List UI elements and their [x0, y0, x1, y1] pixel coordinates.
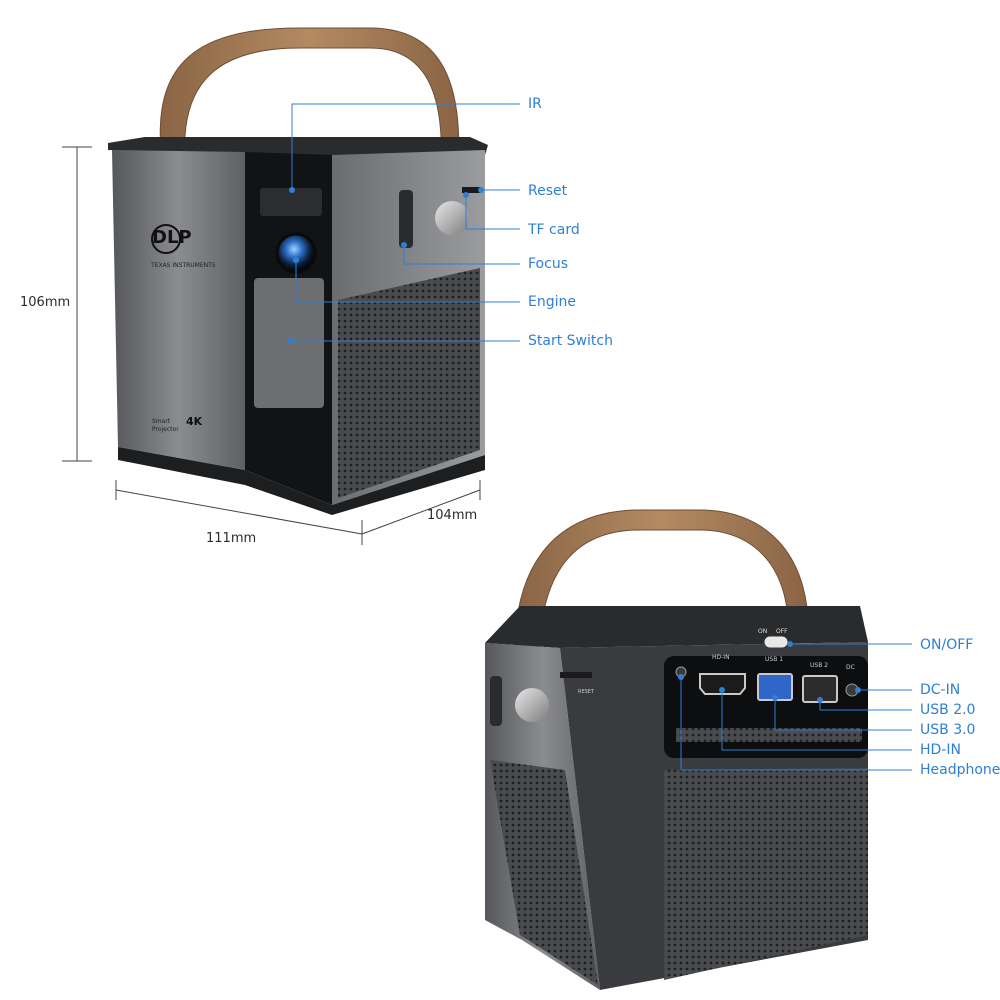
- dlp-logo-text: DLP: [152, 227, 192, 248]
- tf-slot: [462, 187, 480, 193]
- dimension-lines: [62, 146, 481, 545]
- top-projector: [108, 27, 488, 515]
- callout-hd-in: HD-IN: [920, 742, 961, 758]
- port-plate: [664, 656, 868, 758]
- side-focus-wheel: [490, 676, 502, 726]
- callout-ir: IR: [528, 96, 542, 112]
- bottom-knob: [515, 688, 549, 722]
- callout-engine: Engine: [528, 294, 576, 310]
- callout-headphone: Headphone: [920, 762, 1000, 778]
- bottom-speaker-mesh: [664, 768, 868, 980]
- dimension-height: 106mm: [20, 295, 71, 310]
- callout-reset: Reset: [528, 183, 568, 199]
- smart-projector-badge: Smart Projector: [152, 418, 179, 433]
- port-label-hdin: HD-IN: [712, 654, 730, 661]
- bottom-lid: [485, 606, 868, 648]
- port-label-on: ON: [758, 628, 768, 635]
- bottom-left-mesh: [490, 760, 598, 985]
- ir-window: [260, 188, 322, 216]
- dimension-width: 111mm: [206, 531, 257, 546]
- hdmi-port: [699, 673, 746, 695]
- top-callout-dots: [288, 187, 484, 344]
- top-callout-lines: [291, 103, 520, 342]
- port-label-dc: DC: [846, 664, 855, 671]
- side-reset-slot: [560, 672, 592, 678]
- dlp-sub-text: TEXAS INSTRUMENTS: [151, 262, 216, 269]
- dlp-logo-circle: [151, 224, 181, 254]
- handle-knob: [435, 201, 469, 235]
- focus-wheel: [399, 190, 413, 248]
- top-speaker-mesh: [338, 268, 480, 498]
- top-base: [118, 447, 485, 515]
- top-body-front: [112, 150, 245, 470]
- badge-4k: 4K: [186, 415, 203, 428]
- callout-dc-in: DC-IN: [920, 682, 961, 698]
- bottom-projector: [485, 509, 868, 990]
- bottom-callout-lines: [680, 643, 912, 771]
- callout-usb-20: USB 2.0: [920, 702, 976, 718]
- port-label-reset: RESET: [578, 689, 595, 695]
- bottom-callout-dots: [678, 641, 861, 703]
- callout-on-off: ON/OFF: [920, 637, 974, 653]
- port-label-usb2: USB 2: [810, 662, 829, 669]
- callout-tf-card: TF card: [528, 222, 580, 238]
- callout-start-switch: Start Switch: [528, 333, 613, 349]
- callout-focus: Focus: [528, 256, 568, 272]
- dimension-depth: 104mm: [427, 508, 478, 523]
- port-label-off: OFF: [776, 628, 788, 635]
- port-label-usb1: USB 1: [765, 656, 784, 663]
- callout-usb-30: USB 3.0: [920, 722, 976, 738]
